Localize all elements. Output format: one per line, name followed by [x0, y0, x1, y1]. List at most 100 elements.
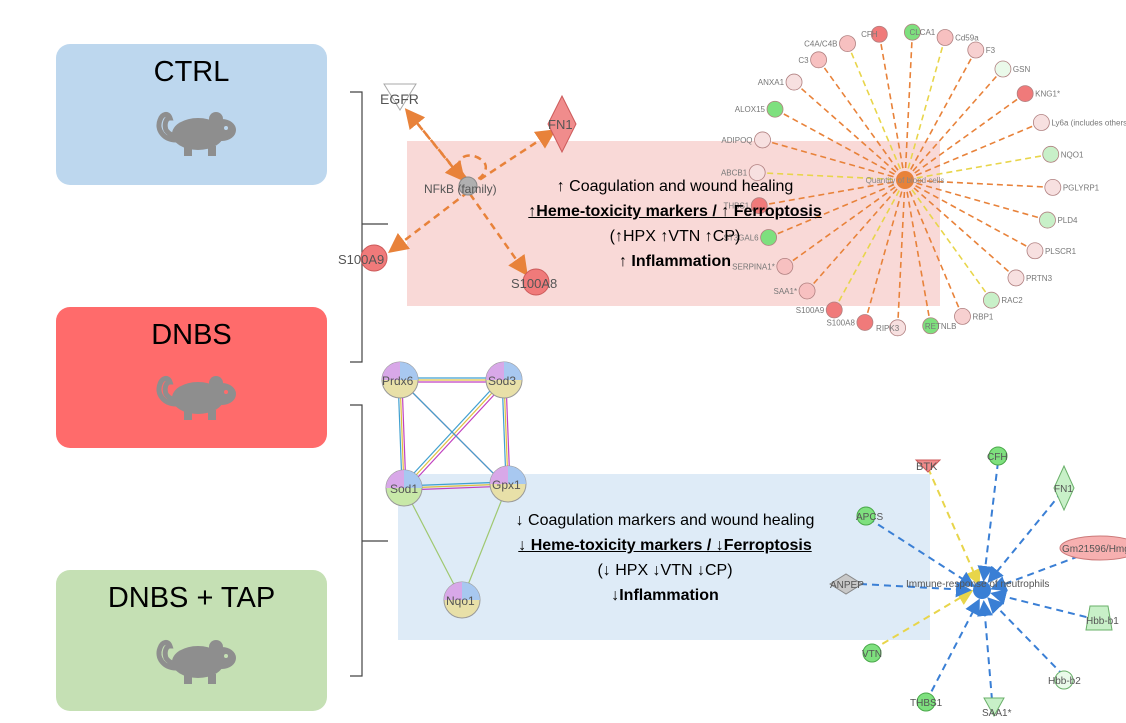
- coag-edge: [774, 108, 897, 176]
- group-ctrl: CTRL: [56, 44, 327, 185]
- summary-up-line1: ↑ Coagulation and wound healing: [556, 178, 794, 195]
- coag-edge: [784, 185, 898, 268]
- coag-edge: [762, 139, 896, 179]
- svg-text:Sod1: Sod1: [390, 482, 418, 496]
- node-s100a8-label: S100A8: [511, 276, 557, 291]
- coag-node: [856, 314, 874, 331]
- coag-node-label: ST3GAL6: [723, 233, 759, 242]
- coag-edge: [846, 43, 902, 172]
- string-node-nqo1: Nqo1: [443, 581, 481, 619]
- node-gm21596: [1059, 535, 1126, 561]
- coag-node-label: PLSCR1: [1045, 247, 1077, 256]
- coag-node-label: SERPINA1*: [732, 262, 775, 271]
- coag-node: [750, 197, 768, 215]
- svg-text:SAA1*: SAA1*: [982, 708, 1012, 719]
- coag-edge: [914, 179, 1053, 189]
- group-dnbs-tap-label: DNBS + TAP: [107, 582, 276, 614]
- svg-text:Sod3: Sod3: [488, 374, 516, 388]
- node-anpep: [829, 573, 863, 595]
- svg-text:VTN: VTN: [862, 649, 882, 660]
- summary-down-line4: ↓Inflammation: [611, 587, 719, 604]
- coag-node: [1007, 269, 1025, 287]
- summary-downregulation: ↓ Coagulation markers and wound healing …: [420, 508, 910, 608]
- string-node-sod3: Sod3: [485, 361, 523, 399]
- coag-edge: [914, 181, 1048, 221]
- coag-node: [903, 23, 921, 41]
- node-fn1-b: [1053, 464, 1075, 512]
- coag-node: [994, 60, 1012, 78]
- coag-edge: [908, 188, 964, 317]
- coag-node-label: CLCA1: [909, 28, 935, 37]
- node-hbb-b1: [1085, 605, 1113, 631]
- coag-edge: [817, 59, 900, 173]
- node-apcs: [856, 506, 876, 526]
- svg-text:APCS: APCS: [856, 512, 884, 523]
- coag-node: [1026, 242, 1044, 260]
- node-fn1: [547, 94, 577, 154]
- coag-node: [870, 25, 888, 43]
- coag-node-label: CFH: [861, 30, 878, 39]
- coag-node: [798, 282, 816, 300]
- node-egfr-label: EGFR: [380, 91, 419, 107]
- coag-node: [766, 100, 784, 118]
- coag-edge: [911, 186, 1017, 279]
- coag-node-label: Cd59a: [955, 34, 979, 43]
- node-thbs1: [916, 692, 936, 712]
- coag-node: [982, 291, 1000, 309]
- group-dnbs: DNBS: [56, 307, 327, 448]
- coag-node-label: SAA1*: [773, 287, 797, 296]
- svg-text:Immune-response of neutrophils: Immune-response of neutrophils: [906, 579, 1049, 590]
- coag-node: [748, 164, 766, 182]
- svg-text:Gm21596/Hmgb1: Gm21596/Hmgb1: [1062, 544, 1126, 555]
- coag-node-label: PRTN3: [1026, 274, 1053, 283]
- coag-node: [754, 131, 771, 149]
- svg-text:THBS1: THBS1: [910, 698, 943, 709]
- summary-up-line2: ↑Heme-toxicity markers / ↑ Ferroptosis: [528, 203, 822, 220]
- svg-text:Hbb-b1: Hbb-b1: [1086, 616, 1119, 627]
- coag-node-label: GSN: [1013, 65, 1031, 74]
- coag-edge: [896, 189, 906, 328]
- svg-text:ANPEP: ANPEP: [830, 580, 864, 591]
- coag-edge: [909, 49, 977, 172]
- coag-node: [1042, 145, 1060, 163]
- mouse-icon: [156, 375, 236, 420]
- node-egfr: [383, 83, 417, 111]
- coag-node: [1044, 178, 1062, 196]
- string-node-gpx1: Gpx1: [489, 465, 527, 503]
- node-s100a9: [360, 244, 388, 272]
- svg-text:BTK: BTK: [916, 461, 938, 473]
- mouse-icon: [156, 639, 236, 684]
- coag-node: [810, 51, 828, 69]
- coag-edge: [806, 186, 899, 292]
- coag-node: [1016, 85, 1034, 103]
- node-saa1: [983, 697, 1005, 718]
- coag-node: [1039, 211, 1056, 229]
- nfkb-network: EGFR FN1 S100A9 S100A8 NFkB (family): [338, 83, 577, 296]
- coag-node: [954, 307, 971, 325]
- coag-edge: [833, 188, 901, 311]
- coag-node: [936, 29, 954, 46]
- coag-node: [776, 257, 794, 275]
- group-ctrl-label: CTRL: [153, 56, 230, 88]
- coag-edge: [913, 184, 1036, 252]
- node-nfkb-label: NFkB (family): [424, 182, 497, 196]
- coag-node-label: ANXA1: [758, 78, 785, 87]
- coag-node-label: S100A9: [796, 306, 825, 315]
- summary-down-line3: (↓ HPX ↓VTN ↓CP): [597, 562, 733, 579]
- summary-up-line3: (↑HPX ↑VTN ↑CP): [609, 228, 741, 245]
- svg-text:Hbb-b2: Hbb-b2: [1048, 676, 1081, 687]
- coag-node-label: THBS1: [723, 202, 749, 211]
- coag-node: [760, 229, 778, 246]
- svg-text:Nqo1: Nqo1: [446, 594, 475, 608]
- coag-node: [967, 41, 985, 59]
- node-nfkb: [458, 176, 478, 196]
- string-node-sod1: Sod1: [385, 469, 423, 507]
- coag-edge: [905, 189, 932, 326]
- coag-hub-label: Quantity of blood cells: [866, 176, 945, 185]
- coag-edge: [913, 121, 1042, 177]
- node-s100a9-label: S100A9: [338, 252, 384, 267]
- coag-node: [785, 73, 803, 91]
- coag-node-label: F3: [986, 46, 996, 55]
- neutrophil-network: Immune-response of neutrophils BTK CFH F…: [829, 446, 1126, 719]
